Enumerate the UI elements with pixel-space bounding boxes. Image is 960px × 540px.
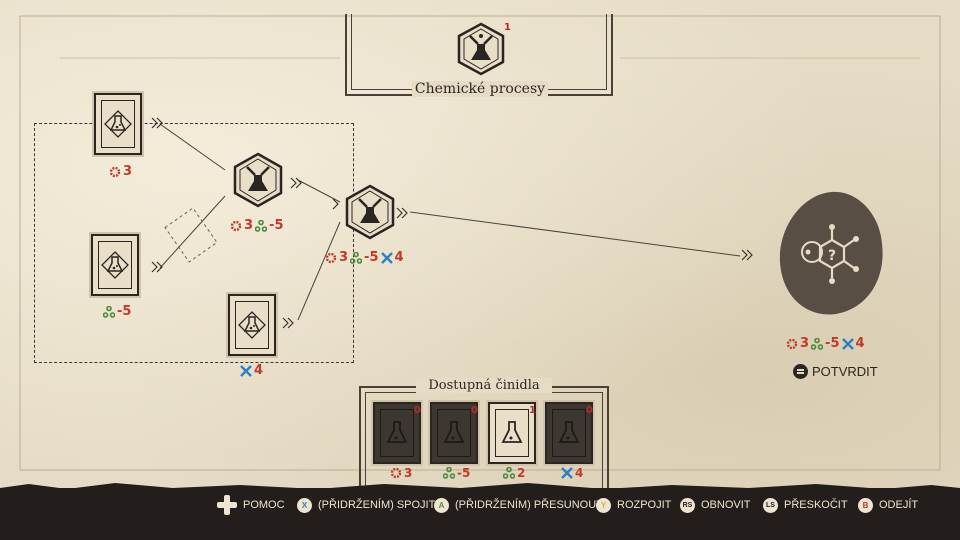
hint-connect[interactable]: X (PŘIDRŽENÍM) SPOJIT [297, 496, 435, 514]
reagent-count: 0 [414, 405, 421, 416]
reagents-title: Dostupná činidla [416, 378, 552, 393]
hint-label: POMOC [243, 499, 285, 511]
reagent-1-stats: 3 [390, 466, 412, 480]
reagent-card-red[interactable] [94, 93, 142, 155]
stat-value: 4 [394, 250, 404, 265]
unknown-molecule-icon[interactable]: ? [772, 184, 892, 324]
stat-value: -5 [117, 304, 132, 319]
mortar-flask-icon[interactable] [344, 184, 396, 240]
gear-red-icon [230, 220, 242, 231]
cross-blue-icon [841, 337, 854, 350]
flask-icon [380, 409, 414, 457]
triad-green-icon [443, 467, 455, 479]
gear-red-icon [786, 338, 798, 349]
hint-help[interactable]: POMOC [217, 495, 285, 515]
triad-green-icon [350, 251, 363, 264]
reagent-slot-1[interactable] [373, 402, 421, 464]
stat-value: 2 [517, 466, 526, 480]
dpad-icon [217, 495, 237, 515]
x-button-icon: X [297, 497, 312, 513]
triad-green-icon [255, 219, 268, 232]
card-top-left-stats: 3 [109, 164, 132, 179]
process-count: 1 [504, 22, 511, 33]
menu-button-icon [793, 364, 808, 379]
stat-value: -5 [364, 250, 379, 265]
flask-icon [552, 409, 586, 457]
b-button-icon: B [858, 497, 873, 513]
controls-bar [0, 488, 960, 540]
stat-value: 4 [254, 363, 264, 378]
stat-value: -5 [269, 218, 284, 233]
a-button-icon: A [434, 497, 449, 513]
hint-exit[interactable]: B ODEJÍT [858, 496, 918, 514]
reagent-slot-3[interactable] [488, 402, 536, 464]
stat-value: 3 [800, 336, 810, 351]
gear-red-icon [325, 252, 337, 263]
cross-blue-icon [561, 467, 573, 479]
confirm-button[interactable]: POTVRDIT [793, 364, 878, 379]
stat-value: 3 [339, 250, 349, 265]
stat-value: 3 [404, 466, 413, 480]
mortar-flask-icon [457, 22, 505, 76]
reagent-card-green[interactable] [91, 234, 139, 296]
triad-green-icon [103, 305, 115, 318]
result-stats: 3 -5 4 [786, 336, 865, 351]
rs-button-icon: RS [680, 497, 695, 513]
hint-move[interactable]: A (PŘIDRŽENÍM) PŘESUNOUT [434, 496, 603, 514]
gear-red-icon [109, 166, 121, 177]
group-box [34, 123, 354, 363]
stat-value: -5 [457, 466, 471, 480]
reagent-card-blue[interactable] [228, 294, 276, 356]
hint-disconnect[interactable]: Y ROZPOJIT [596, 496, 671, 514]
reagent-3-stats: 2 [503, 466, 525, 480]
reagent-count: 0 [586, 405, 593, 416]
card-mid-left-stats: -5 [103, 304, 131, 319]
gear-red-icon [390, 467, 402, 479]
hint-label: (PŘIDRŽENÍM) PŘESUNOUT [455, 499, 603, 511]
triad-green-icon [811, 337, 824, 350]
stat-value: 3 [123, 164, 133, 179]
hint-label: (PŘIDRŽENÍM) SPOJIT [318, 499, 436, 511]
hint-skip[interactable]: LS PŘESKOČIT [763, 496, 848, 514]
triad-green-icon [503, 467, 515, 479]
reagent-count: 0 [471, 405, 478, 416]
hint-reset[interactable]: RS OBNOVIT [680, 496, 751, 514]
flask-icon [235, 301, 269, 349]
hint-label: PŘESKOČIT [784, 499, 848, 511]
flask-icon [98, 241, 132, 289]
mortar-flask-icon[interactable] [232, 152, 284, 208]
stat-value: 4 [575, 466, 584, 480]
hint-label: ROZPOJIT [617, 499, 672, 511]
hex-combine-2-stats: 3 -5 4 [325, 250, 404, 265]
stat-value: 3 [244, 218, 254, 233]
card-bottom-stats: 4 [240, 363, 263, 378]
y-button-icon: Y [596, 497, 611, 513]
process-title: Chemické procesy [412, 81, 548, 97]
stat-value: 4 [855, 336, 865, 351]
confirm-label: POTVRDIT [812, 364, 878, 379]
cross-blue-icon [380, 251, 393, 264]
stat-value: -5 [825, 336, 840, 351]
flask-icon [101, 100, 135, 148]
ls-button-icon: LS [763, 497, 778, 513]
reagent-slot-2[interactable] [430, 402, 478, 464]
reagent-4-stats: 4 [561, 466, 583, 480]
flask-icon [495, 409, 529, 457]
flask-icon [437, 409, 471, 457]
reagent-count: 1 [529, 405, 536, 416]
cross-blue-icon [240, 364, 252, 377]
reagent-slot-4[interactable] [545, 402, 593, 464]
svg-text:?: ? [828, 248, 836, 264]
hex-combine-1-stats: 3 -5 [230, 218, 284, 233]
hint-label: OBNOVIT [701, 499, 751, 511]
reagent-2-stats: -5 [443, 466, 470, 480]
hint-label: ODEJÍT [879, 499, 919, 511]
